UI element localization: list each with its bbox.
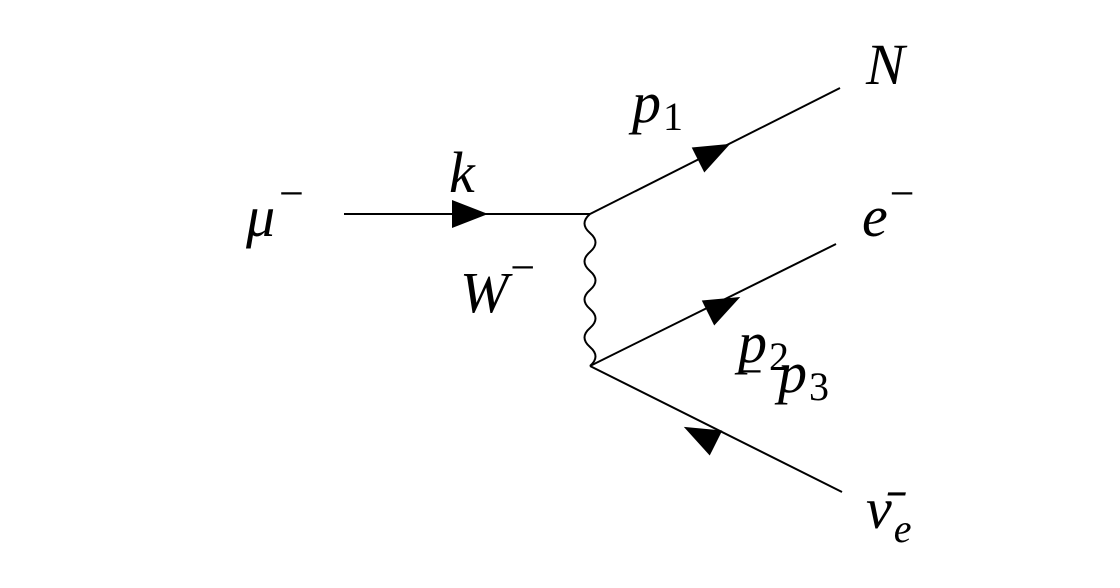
n-label: N xyxy=(865,32,908,97)
n-arrow xyxy=(691,143,731,173)
muon-label: μ− xyxy=(245,169,304,249)
electron-label: e− xyxy=(862,169,915,249)
p2-label: p2 xyxy=(734,310,789,379)
antineutrino-line xyxy=(589,365,843,493)
electron-arrow xyxy=(701,296,741,326)
minus-sign: − xyxy=(738,347,763,396)
muon-arrow xyxy=(452,200,488,228)
k-label: k xyxy=(449,140,476,205)
w-boson-line xyxy=(583,213,597,367)
w-label: W− xyxy=(460,243,535,325)
antineutrino-arrow xyxy=(683,426,723,456)
antineutrino-label: ν̄e xyxy=(866,476,912,551)
p3-label: p3 xyxy=(774,340,829,409)
p1-label: p1 xyxy=(628,70,683,139)
